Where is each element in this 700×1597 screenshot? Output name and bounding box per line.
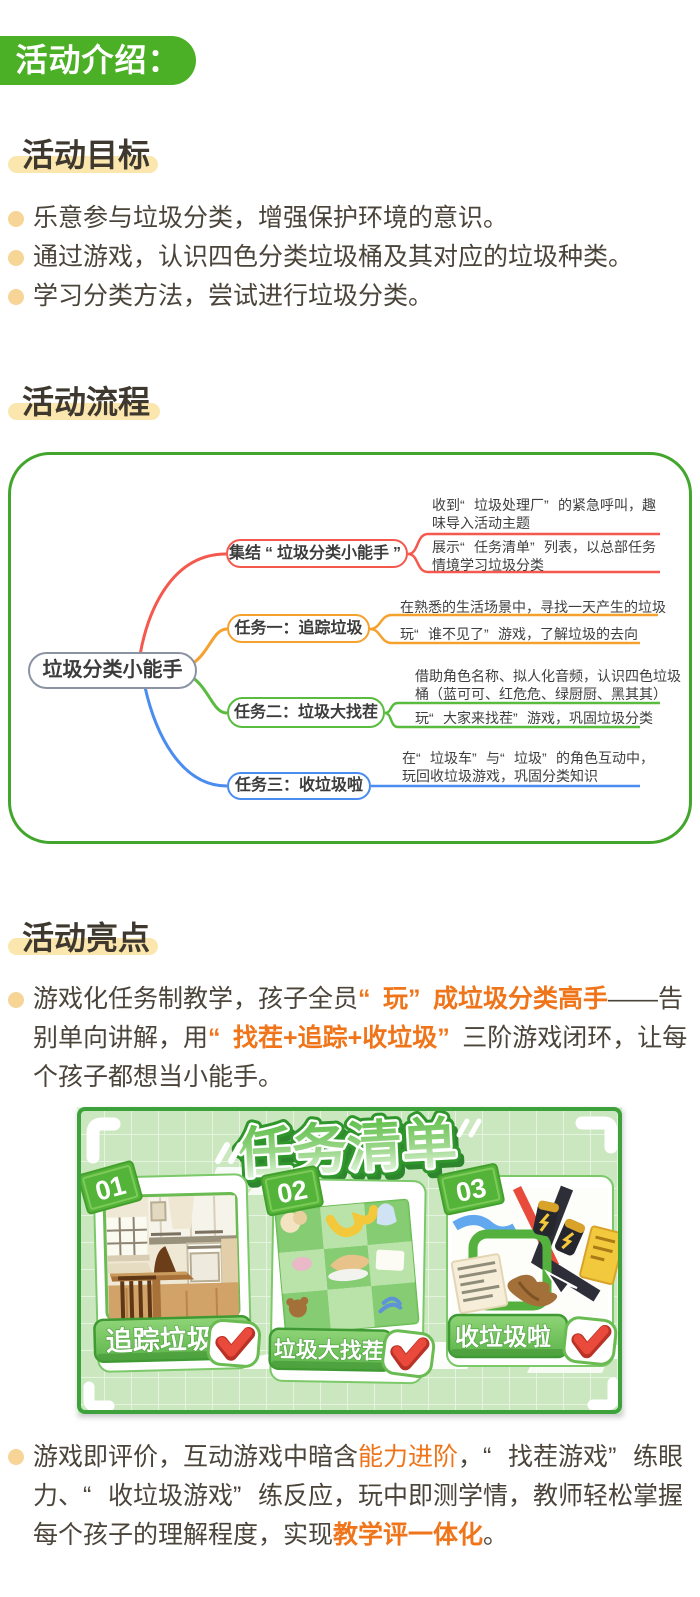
svg-text:追踪垃圾: 追踪垃圾: [105, 1323, 214, 1357]
svg-text:垃圾大找茬: 垃圾大找茬: [274, 1337, 384, 1364]
svg-text:任务清单: 任务清单: [235, 1111, 458, 1184]
svg-text:03: 03: [453, 1172, 489, 1208]
svg-text:02: 02: [275, 1174, 310, 1209]
svg-text:收垃圾啦: 收垃圾啦: [455, 1323, 551, 1351]
